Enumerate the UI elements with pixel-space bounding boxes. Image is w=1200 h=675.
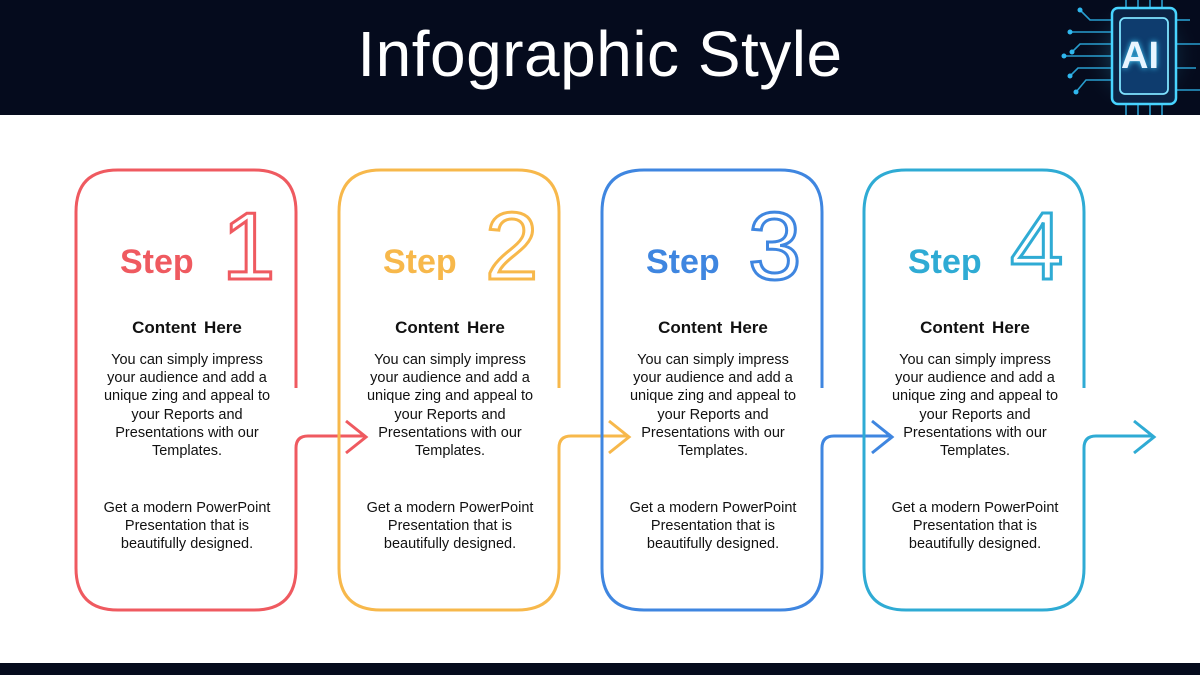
card-body-text-secondary: Get a modern PowerPoint Presentation tha… bbox=[103, 500, 271, 553]
footer-bar bbox=[0, 663, 1200, 675]
card-heading: Content Here bbox=[132, 318, 242, 337]
header-bar: Infographic Style bbox=[0, 0, 1200, 115]
step-4-arrow-icon bbox=[1133, 419, 1157, 455]
step-2-arrow-icon bbox=[608, 419, 632, 455]
circuit-board-icon bbox=[1050, 0, 1200, 115]
step-card-1: Step 1 Content Here You can simply impre… bbox=[76, 170, 298, 610]
step-label: Step bbox=[120, 243, 194, 281]
step-1-arrow-icon bbox=[345, 419, 369, 455]
step-number: 1 bbox=[220, 192, 276, 302]
card-body-text: You can simply impress your audience and… bbox=[629, 352, 797, 460]
step-4-outline bbox=[862, 168, 1152, 612]
card-heading: Content Here bbox=[395, 318, 505, 337]
step-number: 4 bbox=[1008, 192, 1064, 302]
step-card-4: Step 4 Content Here You can simply impre… bbox=[864, 170, 1086, 610]
step-number: 2 bbox=[483, 192, 539, 302]
step-3-arrow-icon bbox=[871, 419, 895, 455]
page-title: Infographic Style bbox=[357, 18, 843, 90]
card-body-text: You can simply impress your audience and… bbox=[366, 352, 534, 460]
ai-chip-logo bbox=[1050, 0, 1200, 115]
step-card-2: Step 2 Content Here You can simply impre… bbox=[339, 170, 561, 610]
step-3-outline bbox=[600, 168, 890, 612]
card-heading: Content Here bbox=[658, 318, 768, 337]
step-label: Step bbox=[646, 243, 720, 281]
step-card-3: Step 3 Content Here You can simply impre… bbox=[602, 170, 824, 610]
card-body-text-secondary: Get a modern PowerPoint Presentation tha… bbox=[629, 500, 797, 553]
step-1-outline bbox=[74, 168, 364, 612]
card-body-text-secondary: Get a modern PowerPoint Presentation tha… bbox=[891, 500, 1059, 553]
card-body-text: You can simply impress your audience and… bbox=[891, 352, 1059, 460]
step-number: 3 bbox=[746, 192, 802, 302]
card-body-text: You can simply impress your audience and… bbox=[103, 352, 271, 460]
step-label: Step bbox=[908, 243, 982, 281]
card-heading: Content Here bbox=[920, 318, 1030, 337]
ai-badge: AI bbox=[1121, 35, 1159, 77]
step-2-outline bbox=[337, 168, 627, 612]
step-label: Step bbox=[383, 243, 457, 281]
card-body-text-secondary: Get a modern PowerPoint Presentation tha… bbox=[366, 500, 534, 553]
